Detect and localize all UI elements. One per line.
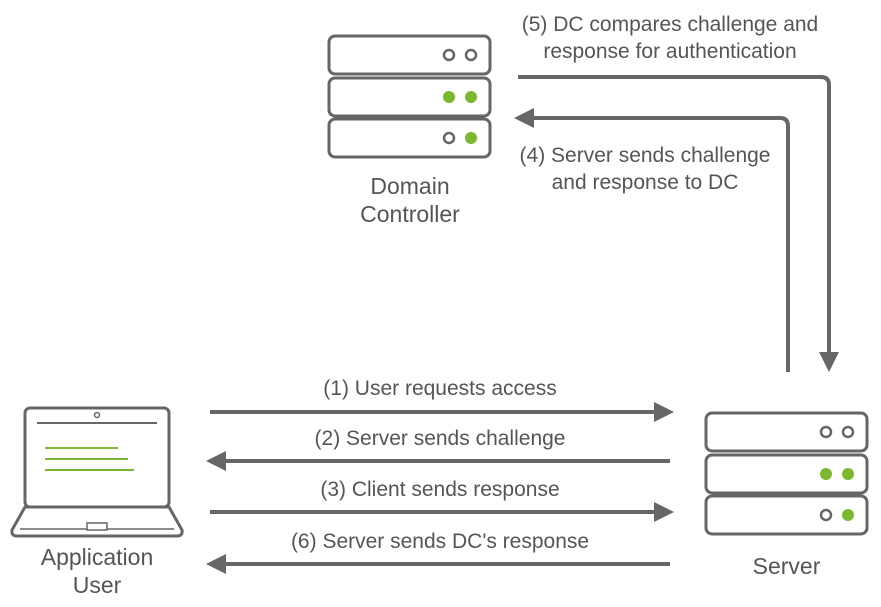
application-user-label-line1: Application: [40, 544, 154, 570]
application-user-label-line2: User: [72, 572, 122, 598]
step5-label-line2: response for authentication: [543, 40, 797, 63]
laptop-base: [10, 505, 184, 538]
step5-label-line1: (5) DC compares challenge and: [521, 13, 819, 36]
server-label: Server: [752, 553, 821, 579]
step5-label: (5) DC compares challenge and response f…: [490, 11, 850, 65]
domain-controller-label-line1: Domain: [370, 173, 450, 199]
dc-unit-2: [327, 76, 492, 118]
dc-unit-3: [327, 117, 492, 159]
step2-label: (2) Server sends challenge: [314, 427, 566, 450]
dc-unit-1: [327, 34, 492, 76]
step4-label: (4) Server sends challenge and response …: [500, 142, 790, 196]
arrow-step4: [514, 108, 790, 372]
step3-label: (3) Client sends response: [320, 478, 560, 501]
step4-label-line2: and response to DC: [551, 171, 739, 194]
step4-label-line1: (4) Server sends challenge: [519, 144, 771, 167]
laptop-icon: [10, 406, 184, 538]
laptop-touchpad: [86, 522, 108, 531]
domain-controller-label: Domain Controller: [330, 172, 490, 228]
domain-controller-icon: [327, 34, 492, 159]
server-icon: [704, 411, 869, 536]
server-unit-2: [704, 453, 869, 495]
server-unit-3: [704, 494, 869, 536]
server-unit-1: [704, 411, 869, 453]
step1-label: (1) User requests access: [323, 377, 557, 400]
step6-label: (6) Server sends DC's response: [290, 530, 590, 553]
domain-controller-label-line2: Controller: [360, 201, 460, 227]
application-user-label: Application User: [17, 543, 177, 599]
arrow-step5: [518, 75, 839, 372]
